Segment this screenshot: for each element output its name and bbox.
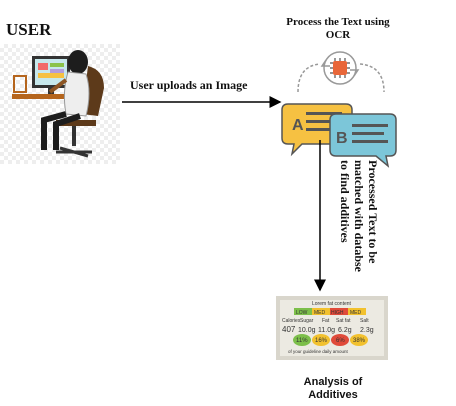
level-med-1: MED bbox=[314, 310, 326, 316]
analysis-result-label: Analysis of Additives bbox=[303, 376, 363, 401]
value-sat-fat: 6.2g bbox=[338, 327, 352, 334]
percent-sugar: 11% bbox=[296, 338, 308, 344]
level-low: LOW bbox=[296, 310, 308, 316]
ocr-cycle-icon bbox=[297, 51, 385, 93]
matching-step-label: Processed Text to be matched with databs… bbox=[338, 160, 380, 273]
percent-sat-fat: 6% bbox=[336, 338, 345, 344]
nutrition-header: Lorem fat content bbox=[312, 301, 352, 307]
nutrient-salt: Salt bbox=[360, 318, 369, 324]
nutrition-footer: of your guideline daily amount bbox=[288, 349, 349, 354]
value-salt: 2.3g bbox=[360, 327, 374, 334]
value-sugar: 10.0g bbox=[298, 327, 316, 334]
upload-step-label: User uploads an Image bbox=[130, 78, 248, 92]
user-at-computer-illustration bbox=[0, 44, 120, 164]
nutrition-label-image bbox=[276, 296, 388, 360]
ocr-step-label: Process the Text using OCR bbox=[286, 16, 390, 41]
speech-bubble-b bbox=[329, 113, 397, 168]
value-fat: 11.0g bbox=[318, 327, 335, 334]
percent-fat: 16% bbox=[315, 338, 328, 344]
processor-chip-icon bbox=[330, 58, 350, 78]
level-med-2: MED bbox=[350, 310, 362, 316]
bubble-a-letter: A bbox=[292, 117, 304, 134]
nutrient-fat: Fat bbox=[322, 318, 330, 324]
nutrient-sugar: Sugar bbox=[300, 318, 314, 324]
percent-salt: 38% bbox=[353, 338, 366, 344]
value-calories: 407 bbox=[282, 325, 296, 334]
bubble-b-letter: B bbox=[336, 130, 348, 147]
nutrient-sat-fat: Sat fat bbox=[336, 318, 351, 324]
level-high: HIGH bbox=[331, 310, 344, 316]
nutrient-calories: Calories bbox=[282, 318, 301, 324]
user-label: USER bbox=[6, 20, 52, 39]
